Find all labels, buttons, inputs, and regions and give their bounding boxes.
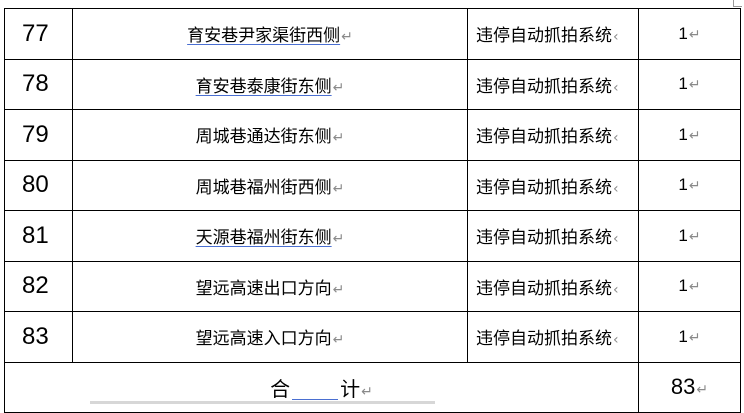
system-type-cell: 违停自动抓拍系统‹	[467, 260, 639, 312]
location-cell: 望远高速入口方向↵	[72, 311, 468, 363]
location-cell: 望远高速出口方向↵	[72, 260, 468, 312]
paragraph-mark-icon: ‹	[613, 130, 619, 147]
total-value: 83↵	[638, 361, 741, 413]
paragraph-mark-icon: ↵	[332, 180, 345, 197]
location-cell: 育安巷尹家渠街西侧↵	[72, 8, 468, 60]
paragraph-mark-icon: ‹	[613, 231, 619, 248]
paragraph-mark-icon: ↵	[688, 329, 701, 346]
paragraph-mark-icon: ↵	[696, 382, 709, 399]
paragraph-mark-icon: ↵	[688, 178, 701, 195]
paragraph-mark-icon: ‹	[613, 29, 619, 46]
system-type-cell: 违停自动抓拍系统‹	[467, 58, 639, 110]
paragraph-mark-icon: ↵	[332, 332, 345, 349]
location-cell: 育安巷泰康街东侧↵	[72, 58, 468, 110]
horizontal-scrollbar[interactable]	[90, 401, 435, 404]
table-row: 77 育安巷尹家渠街西侧↵ 违停自动抓拍系统‹ 1↵	[4, 8, 741, 60]
paragraph-mark-icon: ‹	[613, 281, 619, 298]
row-number: 77	[4, 8, 73, 60]
equipment-table: 77 育安巷尹家渠街西侧↵ 违停自动抓拍系统‹ 1↵ 78 育安巷泰康街东侧↵ …	[4, 8, 741, 413]
system-type-cell: 违停自动抓拍系统‹	[467, 210, 639, 262]
quantity-cell: 1↵	[638, 210, 741, 262]
paragraph-mark-icon: ↵	[361, 383, 373, 400]
paragraph-mark-icon: ↵	[688, 279, 701, 296]
table-row: 83 望远高速入口方向↵ 违停自动抓拍系统‹ 1↵	[4, 311, 741, 363]
quantity-cell: 1↵	[638, 58, 741, 110]
paragraph-mark-icon: ‹	[613, 180, 619, 197]
row-number: 82	[4, 260, 73, 312]
paragraph-mark-icon: ↵	[688, 77, 701, 94]
table-row: 80 周城巷福州街西侧↵ 违停自动抓拍系统‹ 1↵	[4, 159, 741, 211]
system-type-cell: 违停自动抓拍系统‹	[467, 8, 639, 60]
quantity-cell: 1↵	[638, 159, 741, 211]
quantity-cell: 1↵	[638, 260, 741, 312]
total-label: 合计↵	[4, 361, 639, 413]
system-type-cell: 违停自动抓拍系统‹	[467, 311, 639, 363]
location-cell: 周城巷福州街西侧↵	[72, 159, 468, 211]
paragraph-mark-icon: ↵	[332, 130, 345, 147]
table-row: 79 周城巷通达街东侧↵ 违停自动抓拍系统‹ 1↵	[4, 109, 741, 161]
row-number: 81	[4, 210, 73, 262]
row-number: 80	[4, 159, 73, 211]
system-type-cell: 违停自动抓拍系统‹	[467, 159, 639, 211]
underline-gap	[292, 398, 339, 400]
paragraph-mark-icon: ↵	[688, 26, 701, 43]
table-row: 82 望远高速出口方向↵ 违停自动抓拍系统‹ 1↵	[4, 260, 741, 312]
quantity-cell: 1↵	[638, 311, 741, 363]
row-number: 83	[4, 311, 73, 363]
quantity-cell: 1↵	[638, 109, 741, 161]
paragraph-mark-icon: ‹	[613, 79, 619, 96]
table-row: 81 天源巷福州街东侧↵ 违停自动抓拍系统‹ 1↵	[4, 210, 741, 262]
paragraph-mark-icon: ‹	[613, 332, 619, 349]
paragraph-mark-icon: ↵	[332, 79, 345, 96]
quantity-cell: 1↵	[638, 8, 741, 60]
paragraph-mark-icon: ↵	[688, 127, 701, 144]
location-cell: 周城巷通达街东侧↵	[72, 109, 468, 161]
paragraph-mark-icon: ↵	[332, 231, 345, 248]
page-corner-mark	[733, 0, 742, 7]
table-row: 78 育安巷泰康街东侧↵ 违停自动抓拍系统‹ 1↵	[4, 58, 741, 110]
paragraph-mark-icon: ↵	[688, 228, 701, 245]
paragraph-mark-icon: ↵	[341, 29, 353, 46]
total-row: 合计↵ 83↵	[4, 361, 741, 413]
row-number: 79	[4, 109, 73, 161]
location-cell: 天源巷福州街东侧↵	[72, 210, 468, 262]
row-number: 78	[4, 58, 73, 110]
system-type-cell: 违停自动抓拍系统‹	[467, 109, 639, 161]
paragraph-mark-icon: ↵	[332, 281, 345, 298]
